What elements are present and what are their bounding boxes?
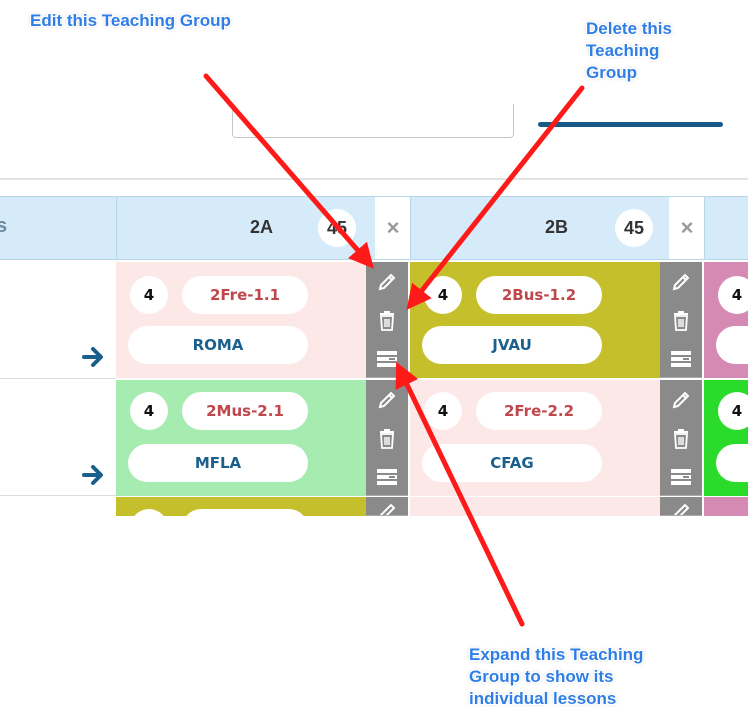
group-code-pill: 2Fre-1.1 — [182, 276, 308, 314]
teacher-pill: JVAU — [422, 326, 602, 364]
pencil-icon — [672, 391, 690, 408]
annotation-edit: Edit this Teaching Group — [30, 11, 231, 30]
edit-button[interactable] — [660, 497, 702, 516]
class-count-badge: 45 — [615, 209, 653, 247]
group-code-pill: 2Fre-2.2 — [476, 392, 602, 430]
search-input[interactable] — [232, 104, 514, 138]
edit-button[interactable] — [366, 262, 408, 302]
trash-icon — [674, 310, 688, 331]
teaching-group-partial[interactable] — [116, 497, 366, 516]
annotation-delete: Delete this Teaching Group — [586, 18, 672, 84]
teacher-pill: ROMA — [128, 326, 308, 364]
arrow-right-icon[interactable] — [82, 464, 106, 486]
group-code-pill: 2Mus-2.1 — [182, 392, 308, 430]
teaching-group[interactable]: 4 2Mus-2.1 MFLA — [116, 380, 366, 496]
close-icon[interactable]: × — [669, 197, 705, 259]
teacher-pill — [716, 444, 748, 482]
trash-icon — [380, 428, 394, 449]
periods-badge — [130, 509, 168, 516]
expand-button[interactable] — [660, 340, 702, 378]
annotation-line: Expand this Teaching — [469, 645, 644, 664]
teacher-pill: MFLA — [128, 444, 308, 482]
annotation-line: individual lessons — [469, 689, 617, 708]
teacher-pill: CFAG — [422, 444, 602, 482]
annotation-line: Group — [586, 63, 637, 82]
annotation-line: Teaching — [586, 41, 660, 60]
class-header-next — [704, 197, 748, 259]
class-header-row: s 2A 45 × 2B 45 × — [0, 196, 748, 260]
delete-button[interactable] — [660, 301, 702, 341]
list-icon — [377, 350, 397, 367]
close-icon[interactable]: × — [375, 197, 411, 259]
annotation-line: Delete this — [586, 19, 672, 38]
header-stub-label: s — [0, 215, 8, 237]
periods-badge: 4 — [424, 276, 462, 314]
group-code-pill: 2Bus-1.2 — [476, 276, 602, 314]
row-divider — [0, 495, 116, 496]
active-tab-underline — [538, 122, 723, 127]
edit-button[interactable] — [660, 262, 702, 302]
arrow-right-icon[interactable] — [82, 346, 106, 368]
teaching-group-partial[interactable] — [704, 497, 748, 516]
teaching-group[interactable]: 4 2Bus-1.2 JVAU — [410, 262, 660, 378]
pencil-icon — [378, 391, 396, 408]
periods-badge: 4 — [718, 392, 748, 430]
expand-button[interactable] — [366, 340, 408, 378]
periods-badge: 4 — [130, 276, 168, 314]
list-icon — [377, 468, 397, 485]
class-label: 2A — [250, 217, 274, 237]
list-icon — [671, 468, 691, 485]
pencil-icon — [378, 273, 396, 290]
empty-area — [0, 516, 748, 721]
edit-button[interactable] — [366, 497, 408, 516]
row-divider — [0, 378, 116, 379]
pencil-icon — [379, 503, 396, 515]
annotation-line: Group to show its — [469, 667, 614, 686]
divider — [0, 178, 748, 180]
group-code-pill — [182, 509, 308, 516]
pencil-icon — [673, 503, 690, 515]
teaching-group-partial[interactable] — [410, 497, 660, 516]
class-label: 2B — [545, 217, 569, 237]
delete-button[interactable] — [366, 301, 408, 341]
class-header-2b: 2B 45 × — [410, 197, 705, 259]
teacher-pill — [716, 326, 748, 364]
periods-badge: 4 — [424, 392, 462, 430]
trash-icon — [380, 310, 394, 331]
periods-badge: 4 — [130, 392, 168, 430]
pencil-icon — [672, 273, 690, 290]
expand-button[interactable] — [366, 458, 408, 496]
edit-button[interactable] — [660, 380, 702, 420]
edit-button[interactable] — [366, 380, 408, 420]
annotation-expand: Expand this Teaching Group to show its i… — [469, 644, 643, 710]
periods-badge: 4 — [718, 276, 748, 314]
teaching-group[interactable]: 4 2Fre-1.1 ROMA — [116, 262, 366, 378]
delete-button[interactable] — [366, 419, 408, 459]
class-count-badge: 45 — [318, 209, 356, 247]
teaching-group-partial[interactable]: 4 — [704, 262, 748, 378]
teaching-group[interactable]: 4 2Fre-2.2 CFAG — [410, 380, 660, 496]
class-header-2a: 2A 45 × — [116, 197, 411, 259]
teaching-group-partial[interactable]: 4 — [704, 380, 748, 496]
list-icon — [671, 350, 691, 367]
delete-button[interactable] — [660, 419, 702, 459]
expand-button[interactable] — [660, 458, 702, 496]
trash-icon — [674, 428, 688, 449]
